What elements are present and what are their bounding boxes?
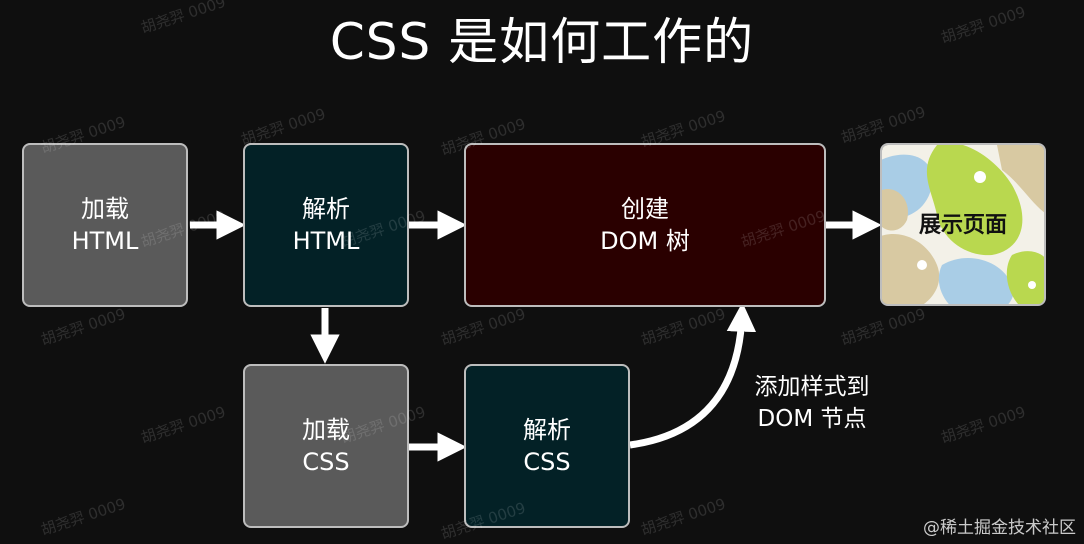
load-html-box: 加载 HTML [22, 143, 188, 307]
add-styles-annotation: 添加样式到 DOM 节点 [742, 371, 882, 435]
create-dom-line1: 创建 [621, 195, 669, 223]
parse-html-line2: HTML [292, 227, 360, 255]
parse-css-line2: CSS [523, 448, 571, 476]
load-css-line1: 加载 [302, 416, 350, 444]
page-illustration [882, 145, 1044, 304]
parse-css-box: 解析 CSS [464, 364, 630, 528]
load-html-line2: HTML [71, 227, 139, 255]
annotation-line2: DOM 节点 [757, 406, 867, 432]
source-credit: @稀土掘金技术社区 [923, 518, 1076, 538]
parse-html-box: 解析 HTML [243, 143, 409, 307]
create-dom-box: 创建 DOM 树 [464, 143, 826, 307]
display-page-box: 展示页面 [880, 143, 1046, 306]
page-title: CSS 是如何工作的 [329, 13, 755, 71]
annotation-line1: 添加样式到 [754, 374, 870, 400]
parse-css-line1: 解析 [523, 416, 571, 444]
create-dom-line2: DOM 树 [600, 227, 690, 255]
arrow-parse-css-to-create-dom [629, 302, 757, 449]
load-css-line2: CSS [302, 448, 350, 476]
display-page-label: 展示页面 [918, 213, 1007, 238]
load-css-box: 加载 CSS [243, 364, 409, 528]
parse-html-line1: 解析 [302, 195, 350, 223]
load-html-line1: 加载 [81, 195, 129, 223]
